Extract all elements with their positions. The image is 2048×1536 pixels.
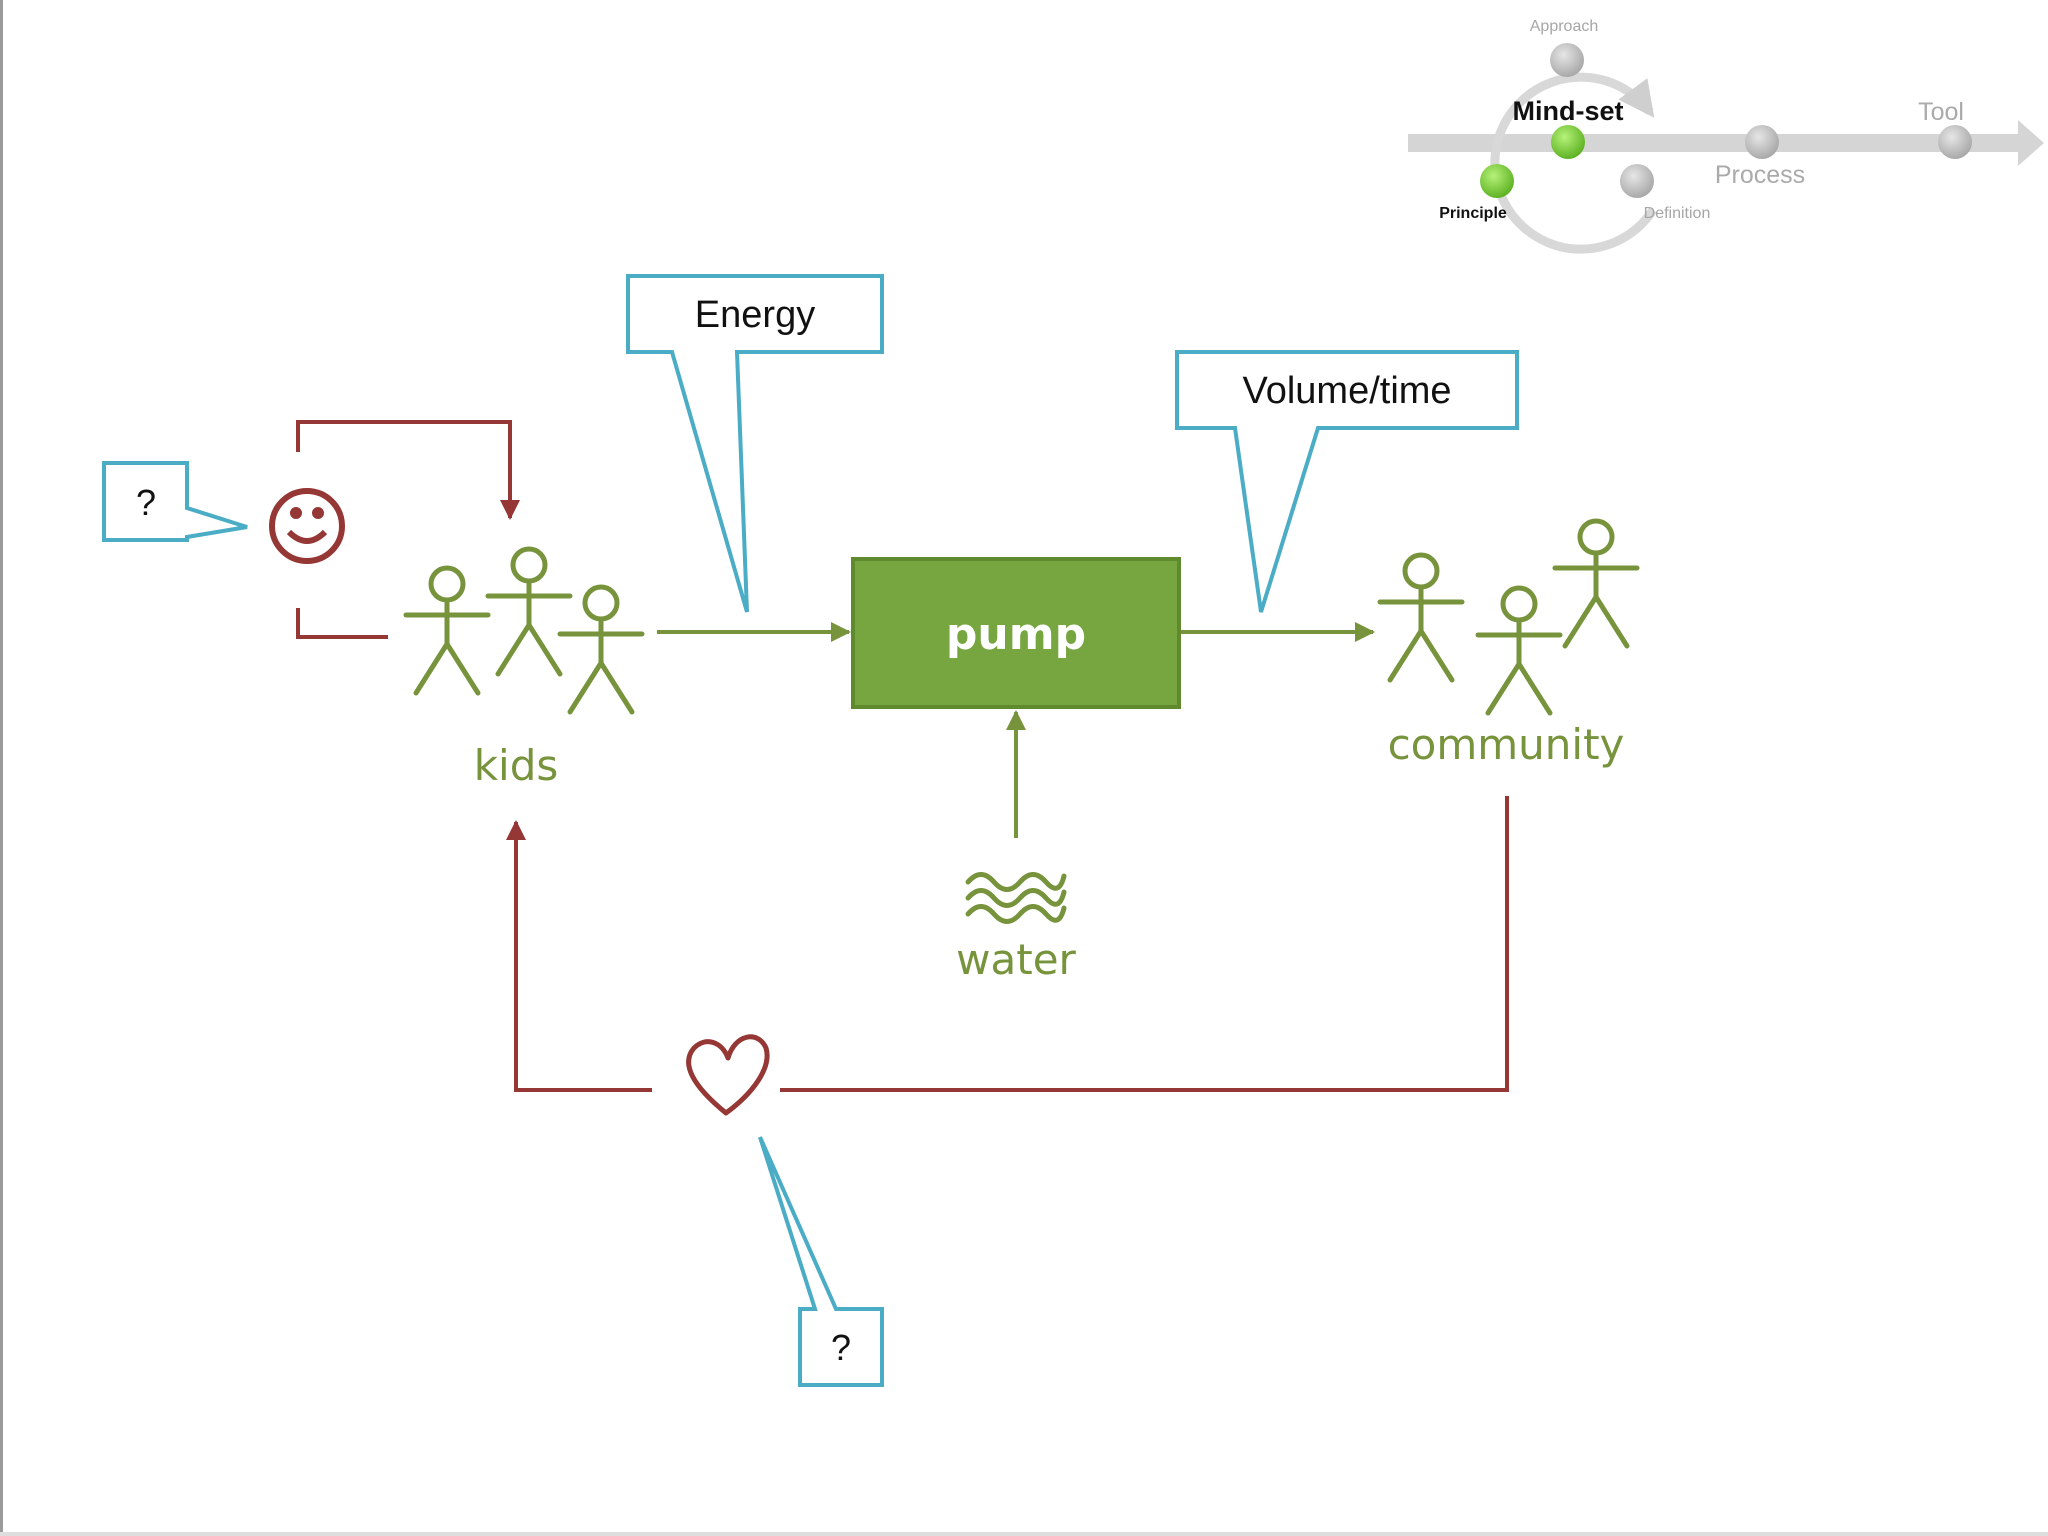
energy-callout-box: [626, 274, 884, 613]
heart-question-box: [758, 1136, 884, 1387]
definition-node[interactable]: [1620, 164, 1654, 198]
volume-time-label: Volume/time: [1242, 370, 1451, 412]
community-figure: [1552, 518, 1640, 649]
smiley-icon: [269, 488, 345, 564]
energy-callout: Energy: [626, 274, 884, 613]
pump-box: [851, 557, 1181, 709]
heart-question-mark: ?: [831, 1327, 851, 1368]
kids-group: [403, 546, 645, 715]
energy-label: Energy: [695, 294, 815, 336]
process-label: Process: [1715, 161, 1805, 189]
tool-node[interactable]: [1938, 125, 1972, 159]
kid-figure: [485, 546, 573, 677]
community-label: community: [1388, 720, 1625, 769]
water-label: water: [956, 935, 1076, 984]
community-group: [1377, 518, 1640, 716]
approach-label: Approach: [1530, 18, 1599, 35]
kid-figure: [403, 565, 491, 696]
process-node[interactable]: [1745, 125, 1779, 159]
heart-feedback-loop: [506, 796, 1509, 1092]
principle-node[interactable]: [1480, 164, 1514, 198]
pump-label: pump: [946, 609, 1086, 660]
mindset-node[interactable]: [1551, 125, 1585, 159]
smile-feedback-loop: [296, 420, 520, 639]
slide-left-edge: [0, 0, 3, 1536]
volume-time-callout: Volume/time: [1175, 350, 1519, 613]
kids-label: kids: [474, 741, 559, 790]
water-icon: [965, 872, 1067, 924]
flow-arrows: [657, 622, 1375, 838]
slide-bottom-edge: [0, 1532, 2048, 1536]
navigator: Approach Mind-set Principle Definition P…: [1408, 18, 2044, 254]
pump-block: pump: [851, 557, 1181, 709]
tool-label: Tool: [1918, 98, 1964, 126]
definition-label: Definition: [1644, 205, 1711, 222]
heart-question-callout: ?: [758, 1136, 884, 1387]
smile-question-callout: ?: [102, 461, 248, 542]
volume-time-callout-box: [1175, 350, 1519, 613]
smile-question-box: [102, 461, 248, 542]
heart-icon: [686, 1034, 770, 1116]
principle-label: Principle: [1439, 205, 1507, 222]
smile-question-mark: ?: [136, 482, 156, 523]
community-figure: [1475, 585, 1563, 716]
approach-node[interactable]: [1550, 43, 1584, 77]
community-figure: [1377, 552, 1465, 683]
navigator-track-arrowhead: [2018, 120, 2044, 166]
mindset-label: Mind-set: [1513, 96, 1624, 126]
kid-figure: [557, 584, 645, 715]
